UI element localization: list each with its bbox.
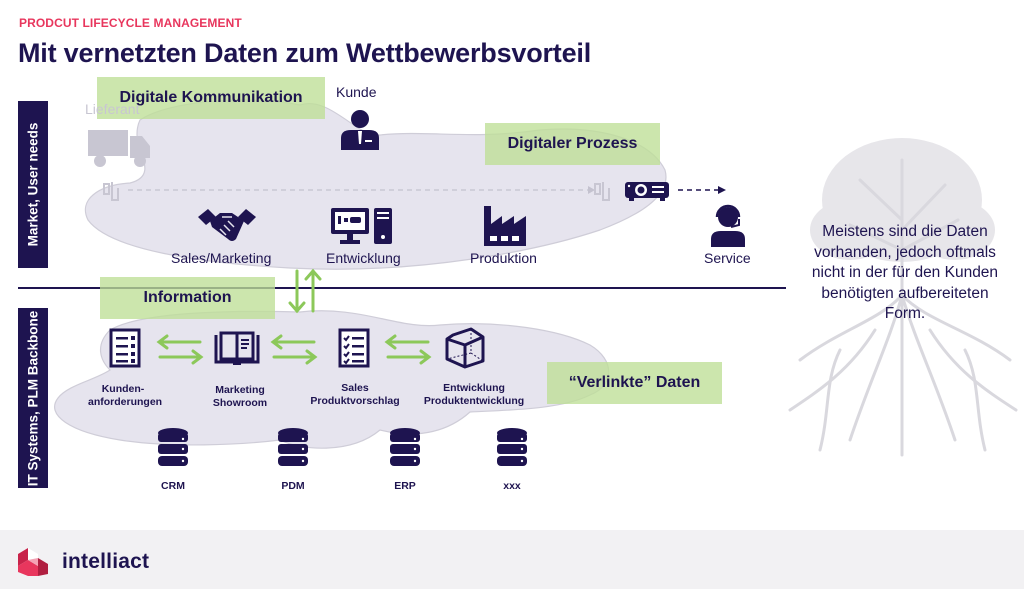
projector-icon bbox=[625, 182, 669, 201]
database-label-pdm: PDM bbox=[281, 480, 305, 492]
supplier-label: Lieferant bbox=[85, 101, 140, 117]
factory-icon bbox=[484, 206, 526, 246]
data-item-label-line: Kunden- bbox=[101, 383, 145, 395]
database-icon-crm bbox=[158, 428, 188, 466]
data-item-label-line: Marketing bbox=[215, 384, 265, 396]
stage-label-entwicklung: Entwicklung bbox=[326, 250, 401, 266]
handshake-icon bbox=[198, 209, 256, 241]
stage-label-sales-marketing: Sales/Marketing bbox=[171, 250, 272, 266]
plug-icon bbox=[103, 182, 119, 201]
checklist-icon bbox=[338, 328, 370, 368]
side-note-text: Meistens sind die Daten vorhanden, jedoc… bbox=[811, 223, 999, 322]
support-agent-icon bbox=[711, 204, 745, 247]
data-item-label-line: Produktentwicklung bbox=[423, 395, 525, 407]
cube-icon bbox=[445, 327, 485, 369]
data-item-label-kundenanforderungen: Kunden-anforderungen bbox=[88, 383, 163, 409]
database-label-crm: CRM bbox=[161, 480, 185, 492]
list-document-icon bbox=[109, 328, 141, 368]
database-icon-pdm bbox=[278, 428, 308, 466]
data-item-label-line: Entwicklung bbox=[443, 382, 505, 394]
label-digital-process: Digitaler Prozess bbox=[485, 123, 660, 165]
data-item-label-line: Showroom bbox=[212, 397, 268, 409]
section-divider bbox=[18, 287, 786, 289]
label-digital-communication-text: Digitale Kommunikation bbox=[119, 89, 303, 106]
data-item-label-line: Produktvorschlag bbox=[310, 395, 400, 407]
database-icon-erp bbox=[390, 428, 420, 466]
label-linked-data-text: “Verlinkte” Daten bbox=[568, 374, 701, 391]
section-label-it-systems: IT Systems, PLM Backbone bbox=[18, 308, 48, 488]
label-digital-process-text: Digitaler Prozess bbox=[507, 135, 638, 152]
label-digital-communication: Digitale Kommunikation bbox=[97, 77, 325, 119]
data-item-label-line: anforderungen bbox=[88, 396, 163, 408]
section-label-market: Market, User needs bbox=[18, 101, 48, 268]
plug-icon bbox=[594, 182, 610, 201]
label-information: Information bbox=[100, 277, 275, 319]
stage-label-produktion: Produktion bbox=[470, 250, 537, 266]
customer-icon bbox=[341, 110, 379, 150]
label-linked-data: “Verlinkte” Daten bbox=[547, 362, 722, 404]
intelliact-logo-icon bbox=[18, 548, 48, 576]
brand-name: intelliact bbox=[62, 550, 150, 573]
truck-icon bbox=[88, 130, 150, 167]
page-title: Mit vernetzten Daten zum Wettbewerbsvort… bbox=[18, 38, 592, 68]
database-label-xxx: xxx bbox=[503, 480, 521, 492]
footer-bar bbox=[0, 530, 1024, 589]
database-label-erp: ERP bbox=[394, 480, 416, 492]
database-icon-xxx bbox=[497, 428, 527, 466]
computer-icon bbox=[331, 208, 392, 244]
kicker-label: PRODCUT LIFECYCLE MANAGEMENT bbox=[19, 16, 242, 30]
open-book-icon bbox=[214, 331, 260, 365]
label-information-text: Information bbox=[143, 289, 232, 306]
stage-label-service: Service bbox=[704, 250, 751, 266]
customer-label: Kunde bbox=[336, 84, 377, 100]
data-item-label-line: Sales bbox=[341, 382, 369, 394]
tree-illustration bbox=[788, 138, 1018, 457]
